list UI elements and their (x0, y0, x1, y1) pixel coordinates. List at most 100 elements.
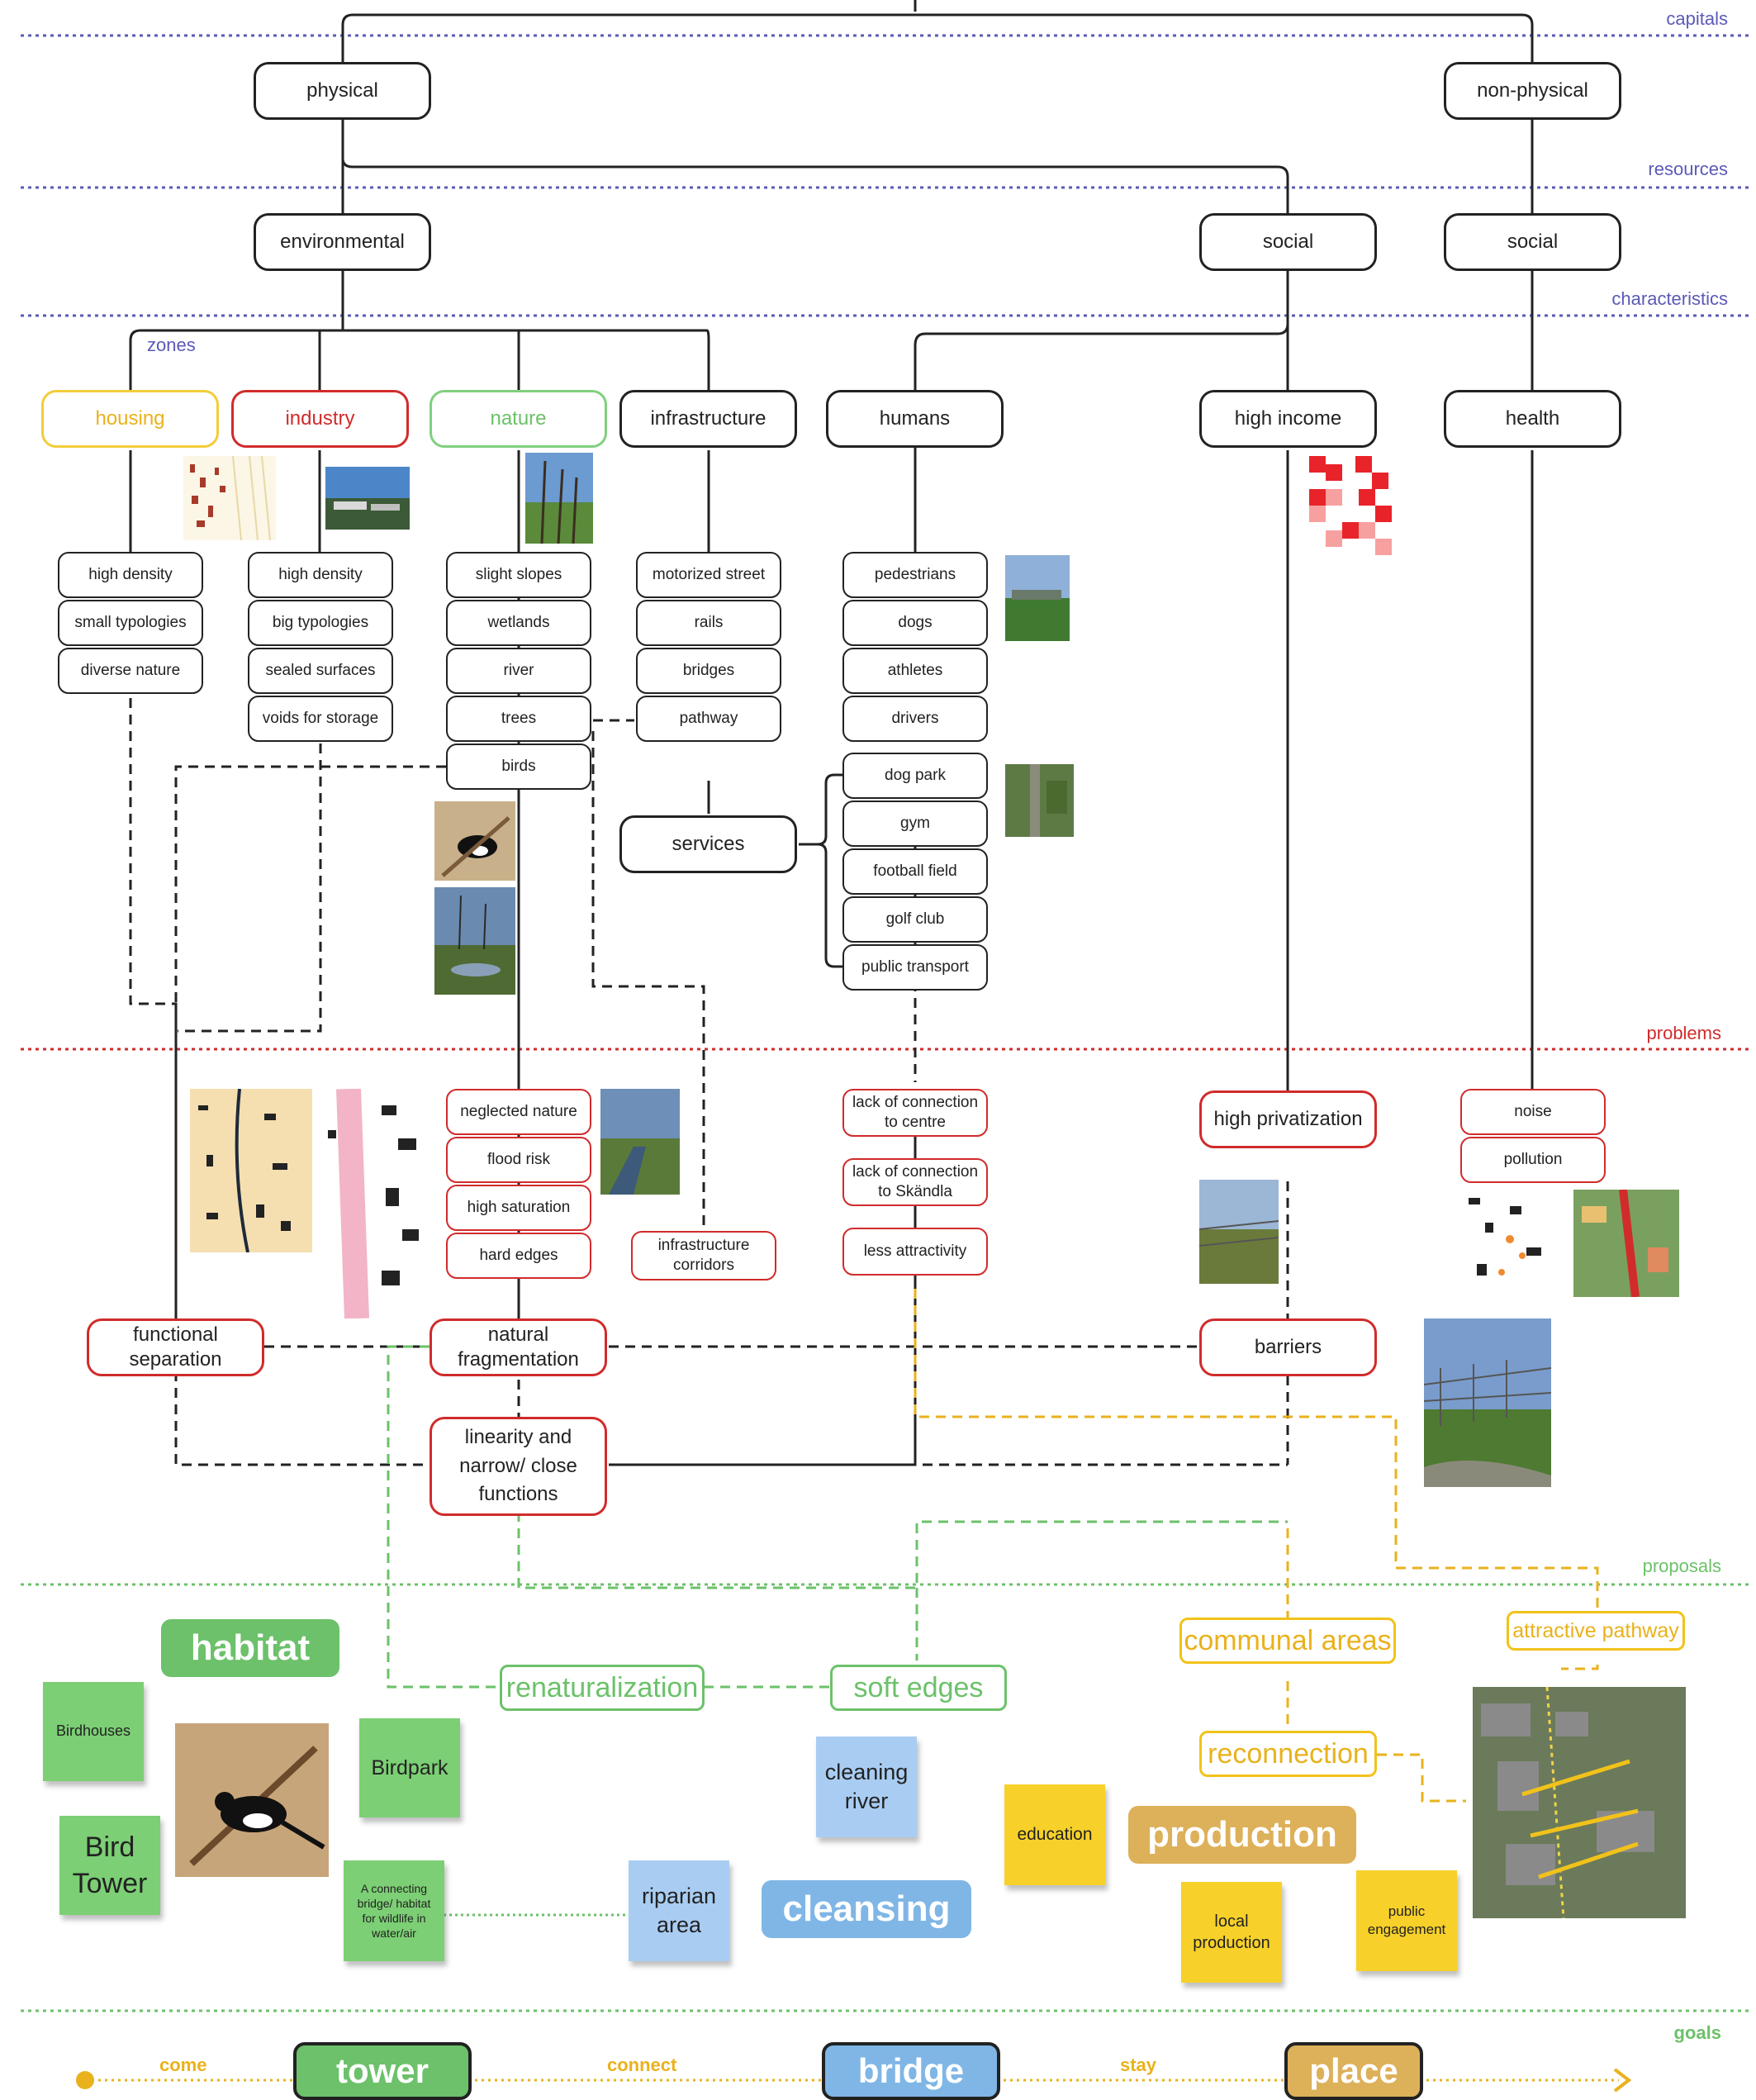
goal-tower: tower (293, 2042, 472, 2100)
wetland-photo (434, 887, 515, 995)
fence-photo (1199, 1180, 1279, 1284)
goal-connector-come: come (159, 2055, 207, 2075)
capital-physical: physical (254, 62, 431, 120)
problem-infrastructure-corridors: infrastructure corridors (631, 1231, 776, 1280)
problem-nature: flood risk (446, 1137, 591, 1183)
infrastructure-item: bridges (636, 648, 781, 694)
human-item: dogs (842, 600, 988, 646)
service-item: public transport (842, 944, 988, 991)
industry-item: big typologies (248, 600, 393, 646)
infrastructure-item: pathway (636, 696, 781, 742)
human-item: athletes (842, 648, 988, 694)
zone-nature: nature (430, 390, 607, 448)
zone-humans: humans (826, 390, 1004, 448)
goal-place: place (1284, 2042, 1423, 2100)
problem-natural-fragmentation: natural fragmentation (430, 1318, 607, 1376)
zone-health: health (1444, 390, 1621, 448)
industry-item: sealed surfaces (248, 648, 393, 694)
problem-humans: lack of connection to Skändla (842, 1158, 988, 1206)
nature-item: birds (446, 744, 591, 790)
income-heatmap-image (1309, 456, 1397, 557)
sticky-local-production: local production (1181, 1882, 1282, 1983)
level-proposals: proposals (1642, 1556, 1721, 1576)
zone-industry: industry (231, 390, 409, 448)
infrastructure-item: rails (636, 600, 781, 646)
proposal-attractive-pathway: attractive pathway (1507, 1611, 1685, 1651)
resource-social: social (1199, 213, 1377, 271)
pedestrians-photo (1005, 555, 1070, 641)
services-box: services (619, 815, 797, 873)
housing-map-image (183, 456, 276, 540)
sticky-bird-tower: Bird Tower (59, 1816, 160, 1915)
service-item: dog park (842, 753, 988, 799)
level-zones: zones (147, 335, 196, 355)
nature-item: wetlands (446, 600, 591, 646)
housing-item: diverse nature (58, 648, 203, 694)
housing-item: small typologies (58, 600, 203, 646)
human-item: drivers (842, 696, 988, 742)
sticky-education: education (1004, 1784, 1105, 1885)
sticky-birdhouses: Birdhouses (43, 1682, 144, 1781)
proposal-reconnection: reconnection (1199, 1731, 1377, 1777)
theme-production: production (1128, 1806, 1356, 1864)
zone-housing: housing (41, 390, 219, 448)
service-item: football field (842, 848, 988, 895)
bird-photo (434, 801, 515, 881)
proposal-communal-areas: communal areas (1179, 1618, 1396, 1664)
service-item: golf club (842, 896, 988, 943)
sticky-cleaning-river: cleaning river (816, 1737, 917, 1837)
river-photo (600, 1089, 680, 1195)
nature-item: trees (446, 696, 591, 742)
sticky-public-engagement: public engagement (1356, 1870, 1457, 1971)
goal-connector-connect: connect (607, 2055, 677, 2075)
pollution-map (1573, 1190, 1679, 1297)
sticky-connecting-bridge: A connecting bridge/ habitat for wildlif… (344, 1860, 444, 1961)
level-characteristics: characteristics (1611, 288, 1728, 309)
problem-linearity: linearity and narrow/ close functions (430, 1417, 607, 1516)
housing-density-map (190, 1089, 312, 1252)
problem-humans: less attractivity (842, 1228, 988, 1276)
magpie-photo (175, 1723, 329, 1877)
noise-map (1460, 1190, 1558, 1297)
human-item: pedestrians (842, 552, 988, 598)
level-problems: problems (1646, 1023, 1721, 1043)
infrastructure-item: motorized street (636, 552, 781, 598)
services-aerial-photo (1005, 764, 1074, 837)
industry-photo (325, 467, 410, 530)
problem-nature: high saturation (446, 1185, 591, 1231)
start-dot (76, 2071, 94, 2089)
industry-item: voids for storage (248, 696, 393, 742)
theme-cleansing: cleansing (762, 1880, 971, 1938)
problem-barriers: barriers (1199, 1318, 1377, 1376)
problem-nature: hard edges (446, 1233, 591, 1279)
sticky-riparian-area: riparian area (629, 1860, 729, 1961)
industry-item: high density (248, 552, 393, 598)
level-resources: resources (1648, 159, 1728, 179)
nature-photo (525, 453, 593, 544)
problem-health: pollution (1460, 1137, 1606, 1183)
level-goals: goals (1673, 2022, 1721, 2043)
problem-high-privatization: high privatization (1199, 1090, 1377, 1148)
zone-infrastructure: infrastructure (619, 390, 797, 448)
resource-environmental: environmental (254, 213, 431, 271)
proposal-soft-edges: soft edges (830, 1665, 1007, 1711)
sticky-birdpark: Birdpark (359, 1718, 460, 1817)
aerial-map-image (1473, 1687, 1686, 1918)
problem-nature: neglected nature (446, 1089, 591, 1135)
theme-habitat: habitat (161, 1619, 339, 1677)
goal-bridge: bridge (822, 2042, 1000, 2100)
problem-health: noise (1460, 1089, 1606, 1135)
fence-field-photo (1424, 1318, 1551, 1487)
nature-item: river (446, 648, 591, 694)
capital-non-physical: non-physical (1444, 62, 1621, 120)
industry-density-map (324, 1089, 431, 1318)
problem-humans: lack of connection to centre (842, 1089, 988, 1137)
goal-connector-stay: stay (1120, 2055, 1157, 2075)
arrow-head (1613, 2068, 1632, 2093)
nature-item: slight slopes (446, 552, 591, 598)
service-item: gym (842, 801, 988, 847)
zone-high-income: high income (1199, 390, 1377, 448)
level-capitals: capitals (1666, 8, 1728, 29)
